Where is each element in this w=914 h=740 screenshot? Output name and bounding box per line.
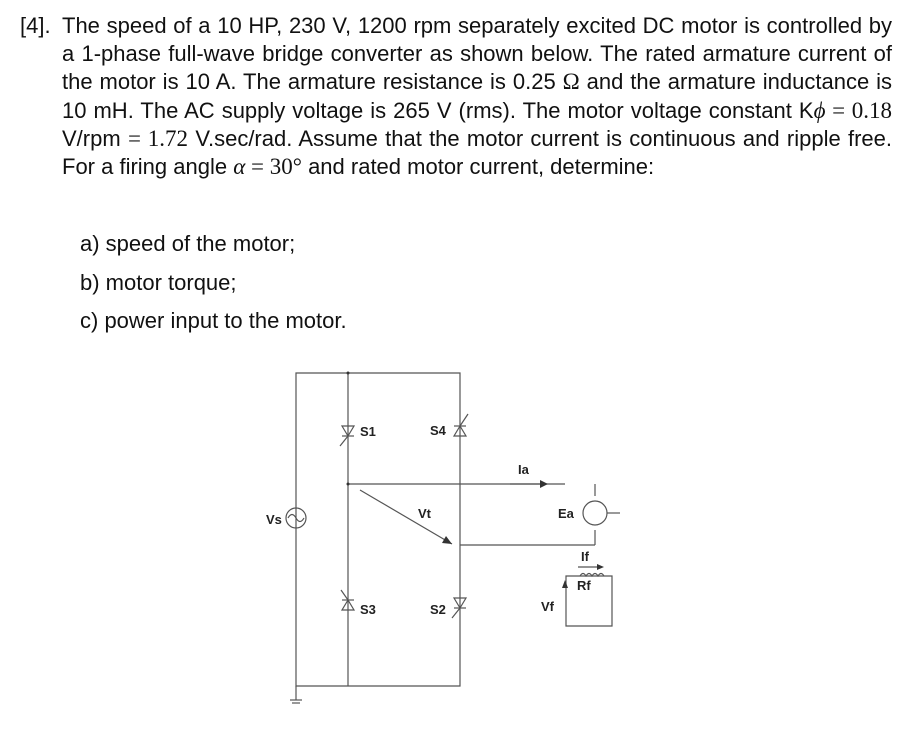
stem-text-2: and the armature inductance is 10 mH. Th… [62, 69, 892, 123]
ac-source-icon [285, 507, 307, 529]
label-s4: S4 [430, 423, 447, 438]
label-if: If [581, 549, 590, 564]
vf-arrowhead [562, 580, 568, 588]
label-vt: Vt [418, 506, 432, 521]
vt-arrow [359, 489, 453, 545]
stem-text-4: V.sec/rad. Assume that the motor current… [62, 125, 892, 180]
field-circuit [565, 575, 613, 627]
source-wire [295, 372, 461, 687]
node-output [346, 482, 350, 486]
question-parts: a) speed of the motor; b) motor torque; … [80, 230, 347, 346]
ohm-symbol: Ω [562, 69, 580, 95]
phi-symbol: ϕ [813, 97, 826, 123]
part-c: c) power input to the motor. [80, 308, 347, 333]
thyristor-s1-icon [340, 425, 356, 438]
label-rf: Rf [577, 578, 591, 593]
node-top [346, 371, 350, 375]
part-b: b) motor torque; [80, 269, 237, 295]
label-vs: Vs [266, 512, 282, 527]
stem-text-3: V/rpm [62, 125, 128, 151]
label-ia: Ia [518, 462, 530, 477]
if-arrowhead [597, 564, 604, 570]
problem-stem: The speed of a 10 HP, 230 V, 1200 rpm se… [62, 12, 892, 181]
equation-alpha: = 30° [245, 154, 302, 180]
part-a: a) speed of the motor; [80, 231, 296, 256]
field-winding-icon [579, 572, 605, 578]
label-ea: Ea [558, 506, 575, 521]
label-s2: S2 [430, 602, 446, 617]
equation-k-phi-rad: = 1.72 [127, 125, 189, 151]
problem-number: [4]. [20, 13, 51, 38]
label-vf: Vf [541, 599, 555, 614]
stem-text-1: The speed of a 10 HP, 230 V, 1200 rpm se… [62, 13, 892, 95]
equation-k-phi: = 0.18 [825, 97, 892, 123]
vt-arrowhead [442, 536, 452, 544]
thyristor-s4-icon [452, 424, 468, 437]
motor-armature-icon [582, 500, 608, 526]
alpha-symbol: α [233, 154, 246, 180]
thyristor-s3-icon [340, 598, 356, 611]
thyristor-s2-icon [452, 597, 468, 610]
problem-statement: [4]. The speed of a 10 HP, 230 V, 1200 r… [20, 12, 892, 181]
stem-text-5: and rated motor current, determine: [301, 154, 655, 180]
label-s1: S1 [360, 424, 376, 439]
label-s3: S3 [360, 602, 376, 617]
ia-arrowhead [540, 480, 548, 488]
